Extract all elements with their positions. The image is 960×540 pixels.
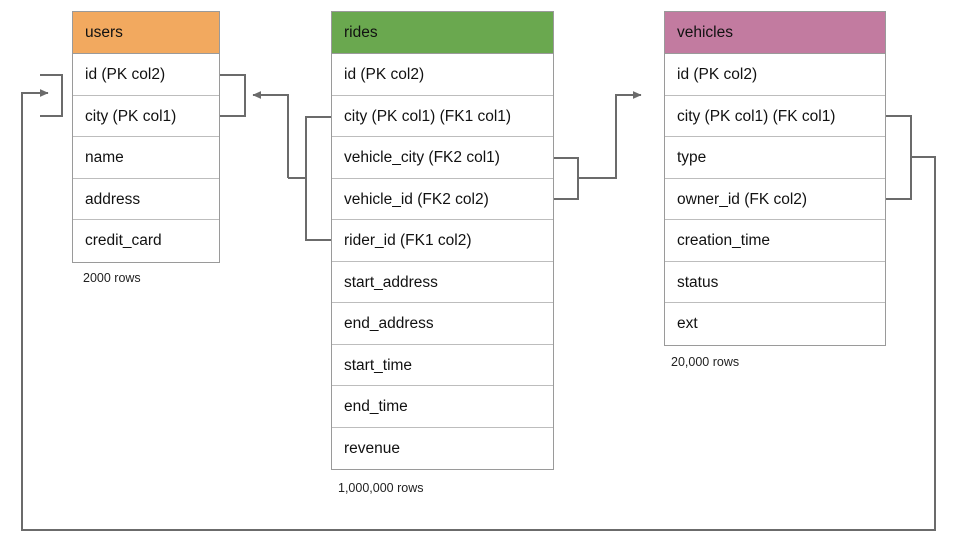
column-rides-id[interactable]: id (PK col2) [332, 54, 553, 96]
column-rides-vehicle-id[interactable]: vehicle_id (FK2 col2) [332, 179, 553, 220]
column-vehicles-id[interactable]: id (PK col2) [665, 54, 885, 96]
column-vehicles-owner-id[interactable]: owner_id (FK col2) [665, 179, 885, 220]
row-count-vehicles: 20,000 rows [671, 355, 740, 369]
row-count-rides: 1,000,000 rows [338, 481, 424, 495]
table-users[interactable]: users id (PK col2) city (PK col1) name a… [72, 11, 220, 263]
column-rides-vehicle-city[interactable]: vehicle_city (FK2 col1) [332, 137, 553, 179]
column-vehicles-status[interactable]: status [665, 262, 885, 303]
column-users-city[interactable]: city (PK col1) [73, 96, 219, 137]
column-users-address[interactable]: address [73, 179, 219, 220]
table-vehicles[interactable]: vehicles id (PK col2) city (PK col1) (FK… [664, 11, 886, 346]
table-header-rides: rides [332, 12, 553, 54]
table-header-users: users [73, 12, 219, 54]
column-rides-end-address[interactable]: end_address [332, 303, 553, 345]
table-rides[interactable]: rides id (PK col2) city (PK col1) (FK1 c… [331, 11, 554, 470]
column-vehicles-creation-time[interactable]: creation_time [665, 220, 885, 262]
column-vehicles-ext[interactable]: ext [677, 315, 698, 332]
connector-rides-to-users [220, 74, 331, 241]
column-rides-start-time[interactable]: start_time [332, 345, 553, 386]
column-rides-rider-id[interactable]: rider_id (FK1 col2) [332, 220, 553, 262]
row-count-users: 2000 rows [83, 271, 141, 285]
column-users-name[interactable]: name [73, 137, 219, 179]
column-vehicles-type[interactable]: type [665, 137, 885, 179]
column-rides-start-address[interactable]: start_address [332, 262, 553, 303]
column-vehicles-city[interactable]: city (PK col1) (FK col1) [665, 96, 885, 137]
table-header-vehicles: vehicles [665, 12, 885, 54]
column-users-credit-card[interactable]: credit_card [85, 232, 162, 249]
column-rides-revenue[interactable]: revenue [344, 439, 401, 457]
column-users-id[interactable]: id (PK col2) [73, 54, 219, 96]
column-rides-end-time[interactable]: end_time [332, 386, 553, 428]
column-rides-city[interactable]: city (PK col1) (FK1 col1) [332, 96, 553, 137]
